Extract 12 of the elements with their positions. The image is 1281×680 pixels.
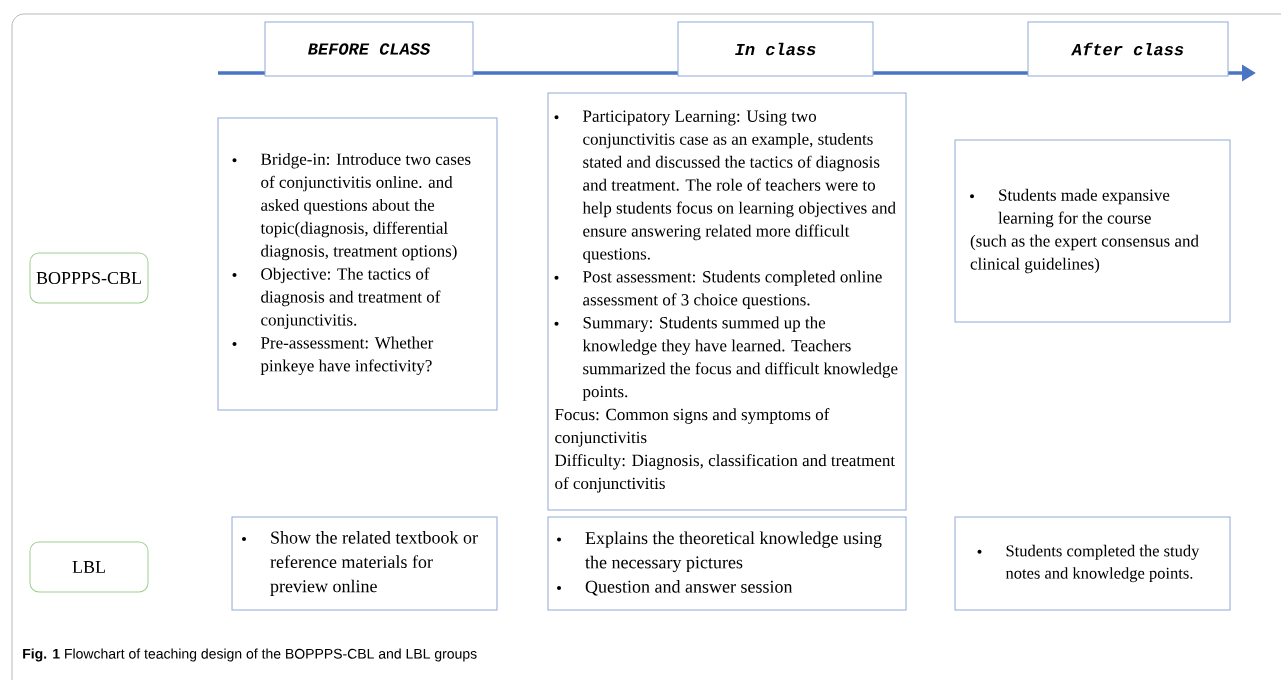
phase-label: After class xyxy=(1027,21,1229,77)
group-label: BOPPPS-CBL xyxy=(29,252,149,304)
content-box: Participatory Learning: Using two conjunctivitis case as an example, students stated and discussed the tactics of diagnosis and treatment. The role of teachers were to help students focus on learning objectives and ensure answering related more difficult questions. Post assessment: Students completed online assessment of 3 choice questions. Summary: Students summed up the knowledge they have learned. Teachers summarized the focus and difficult knowledge points. Focus: Common signs and symptoms of conjunctivitis Difficulty: Diagnosis, classification and treatment of conjunctivitis xyxy=(547,92,907,511)
content-box: Show the related textbook or reference materials for preview online xyxy=(231,516,498,611)
phase-label: BEFORE CLASS xyxy=(264,21,474,77)
caption: Fig. 1 Flowchart of teaching design of the BOPPPS-CBL and LBL groups xyxy=(23,648,477,662)
content-box: Students completed the study notes and knowledge points. xyxy=(954,516,1231,611)
group-label: LBL xyxy=(29,541,149,593)
phase-label: In class xyxy=(677,21,874,77)
content-box: Bridge-in: Introduce two cases of conjunctivitis online. and asked questions about the topic(diagnosis, differential diagnosis, treatment options) Objective: The tactics of diagnosis and treatment of conjunctivitis. Pre-assessment: Whether pinkeye have infectivity? xyxy=(217,117,498,411)
content-box: Students made expansive learning for the course (such as the expert consensus and clinical guidelines) xyxy=(954,139,1231,323)
content-box: Explains the theoretical knowledge using the necessary pictures Question and answer session xyxy=(547,516,907,611)
